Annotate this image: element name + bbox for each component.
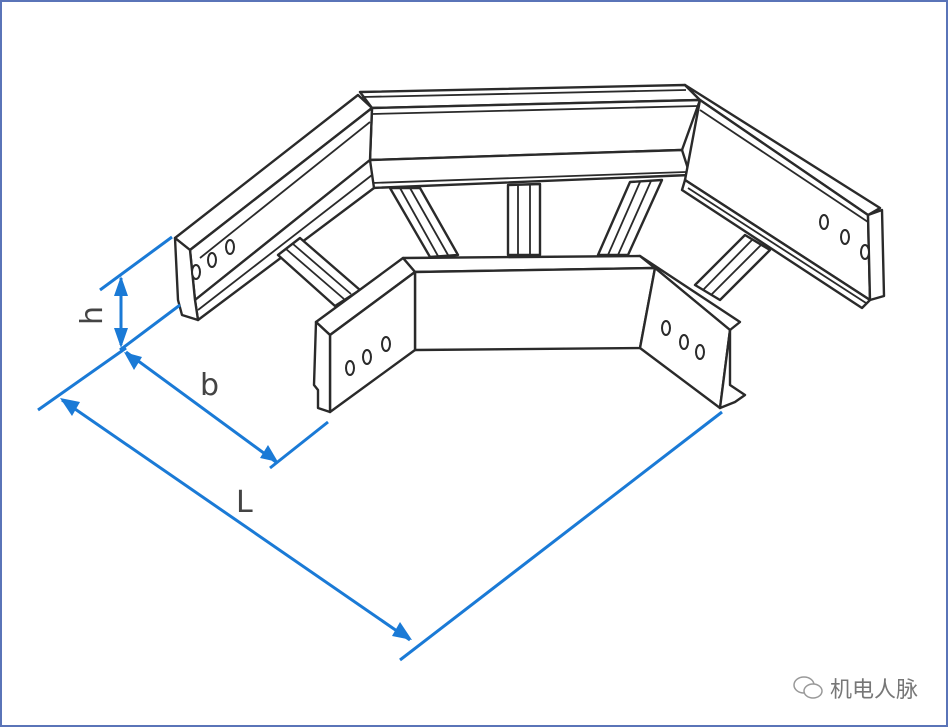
front-rail (312, 254, 747, 414)
dimension-h: h (75, 235, 181, 352)
wechat-icon (793, 676, 823, 699)
label-h: h (75, 306, 110, 325)
watermark: 机电人脉 (792, 672, 918, 704)
rungs (276, 178, 772, 308)
dimension-L: L (60, 398, 723, 662)
label-L: L (236, 485, 253, 520)
watermark-text: 机电人脉 (830, 678, 919, 703)
left-rail (173, 93, 376, 322)
back-rail (358, 83, 702, 190)
right-rail (680, 83, 886, 310)
dimension-b: b (37, 346, 329, 470)
label-b: b (200, 368, 219, 403)
